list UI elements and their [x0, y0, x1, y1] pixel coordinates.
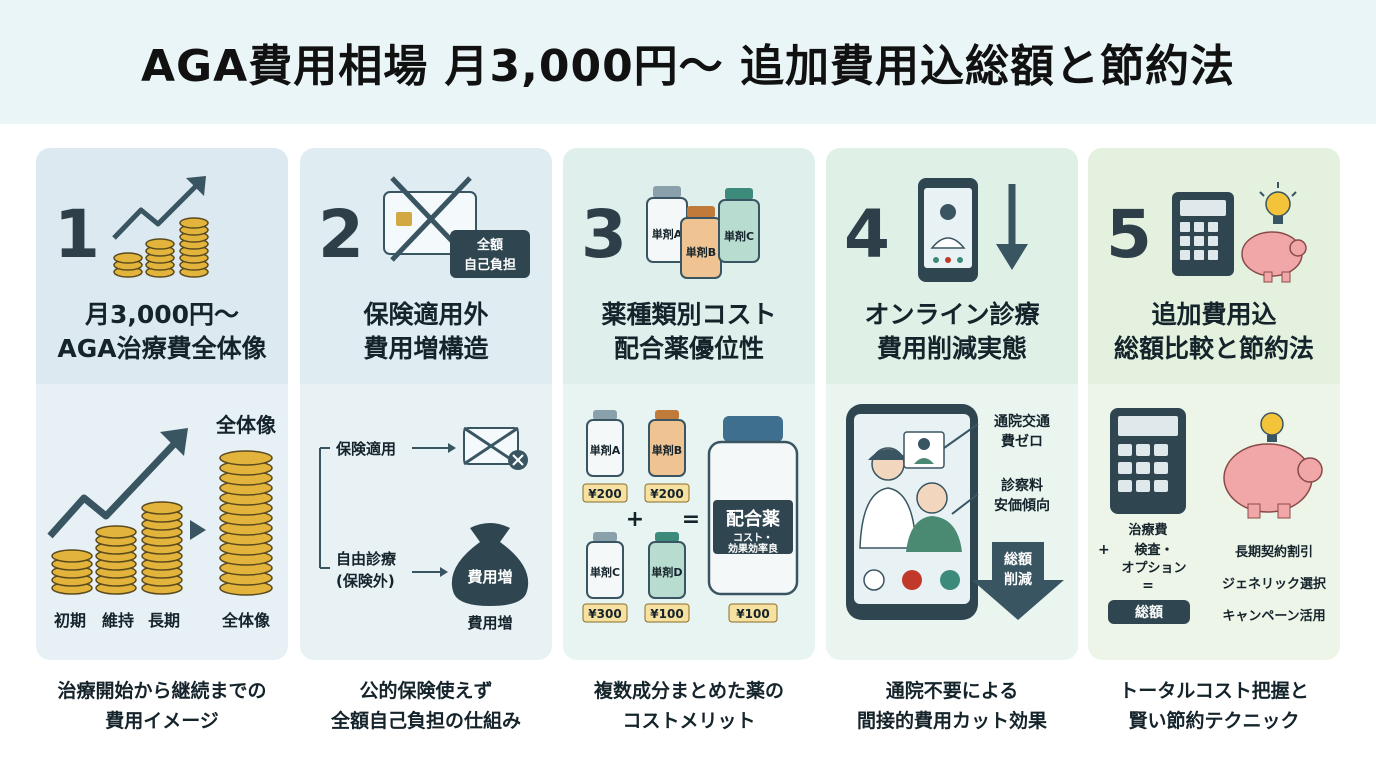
- panel-4: 4 オンライン診療 費用削減実態: [826, 148, 1078, 660]
- svg-text:コスト・: コスト・: [733, 532, 773, 544]
- cost-stacks-art: 全体像 初期 維持 長期 全体像: [47, 413, 277, 630]
- svg-text:単剤C: 単剤C: [590, 565, 620, 579]
- tip-2: ジェネリック選択: [1222, 576, 1327, 592]
- label-transport-1: 通院交通: [994, 413, 1050, 430]
- calculator-piggy-icon: [1172, 182, 1307, 283]
- structure-art: 保険適用 自由診療 (保険外) 費用増 費用増: [319, 426, 529, 632]
- panel-title: 保険適用外 費用増構造: [363, 300, 489, 363]
- panel-title: 月3,000円〜 AGA治療費全体像: [57, 300, 267, 363]
- card-label-1: 全額: [476, 237, 503, 253]
- combo-price-tag: ¥100: [728, 603, 778, 623]
- caption-3: 複数成分まとめた薬の コストメリット: [593, 680, 784, 732]
- label-transport-2: 費ゼロ: [1001, 433, 1043, 450]
- bottle-a: 単剤A: [586, 410, 624, 477]
- label-plus: +: [1098, 542, 1110, 558]
- svg-text:単剤B: 単剤B: [652, 443, 682, 457]
- svg-text:¥100: ¥100: [736, 607, 769, 621]
- caption-4: 通院不要による 間接的費用カット効果: [856, 680, 1047, 732]
- panel-number: 1: [54, 196, 100, 273]
- label-whole: 全体像: [221, 611, 271, 630]
- label-treatment: 治療費: [1128, 522, 1167, 538]
- insurance-card-icon: 全額 自己負担: [383, 176, 530, 278]
- panel-5: 5 追加費用込 総額比較と節約法: [1088, 148, 1340, 660]
- svg-text:¥100: ¥100: [650, 607, 683, 621]
- label-maintain: 維持: [102, 611, 134, 630]
- caption-2: 公的保険使えず 全額自己負担の仕組み: [330, 680, 521, 732]
- svg-text:単剤B: 単剤B: [686, 245, 716, 259]
- plus-sign: +: [626, 507, 644, 532]
- label-total-2: 削減: [1004, 571, 1032, 588]
- price-tag-c: ¥300: [582, 603, 628, 623]
- panel-number: 5: [1106, 196, 1152, 273]
- label-long: 長期: [148, 611, 180, 630]
- svg-text:単剤A: 単剤A: [590, 443, 621, 457]
- price-tag-a: ¥200: [582, 483, 628, 503]
- label-fee-1: 診察料: [1001, 477, 1043, 494]
- panel-title: 追加費用込 総額比較と節約法: [1113, 300, 1314, 363]
- price-tag-d: ¥100: [644, 603, 690, 623]
- header: AGA費用相場 月3,000円〜 追加費用込総額と節約法: [0, 0, 1376, 124]
- panel-2: 2 全額 自己負担 保険適用外 費用増構造 保険適用: [300, 148, 552, 660]
- label-equals: =: [1142, 578, 1154, 594]
- bottle-c: 単剤C: [586, 532, 624, 599]
- combo-drug-art: 単剤A ¥200 単剤B ¥200 + = 単剤C: [582, 410, 799, 623]
- caption-5: トータルコスト把握と 賢い節約テクニック: [1119, 680, 1309, 732]
- tip-1: 長期契約割引: [1235, 544, 1313, 560]
- bottle-d: 単剤D: [648, 532, 686, 599]
- svg-text:単剤C: 単剤C: [724, 229, 754, 243]
- svg-text:配合薬: 配合薬: [726, 508, 780, 530]
- label-whole-top: 全体像: [215, 413, 277, 437]
- equals-sign: =: [682, 507, 700, 532]
- panel-number: 3: [581, 196, 627, 273]
- label-exam-2: オプション: [1121, 561, 1186, 576]
- tip-3: キャンペーン活用: [1222, 608, 1325, 624]
- panel-1: 1 月3,000円〜 AGA治療費全体像: [36, 148, 288, 660]
- online-consult-icon: [918, 178, 1028, 282]
- svg-text:¥300: ¥300: [588, 607, 621, 621]
- svg-text:¥200: ¥200: [650, 487, 683, 501]
- label-initial: 初期: [54, 611, 86, 630]
- bag-caption: 費用増: [467, 614, 512, 632]
- caption-1: 治療開始から継続までの 費用イメージ: [57, 680, 267, 732]
- price-tag-b: ¥200: [644, 483, 690, 503]
- label-free-2: (保険外): [336, 572, 395, 590]
- label-total-1: 総額: [1004, 551, 1032, 568]
- svg-text:単剤A: 単剤A: [652, 227, 683, 241]
- panels: 1 月3,000円〜 AGA治療費全体像: [36, 148, 1342, 660]
- phone-consult-art: 通院交通 費ゼロ 診察料 安価傾向 総額 削減: [846, 404, 1064, 620]
- panel-title: オンライン診療 費用削減実態: [864, 300, 1040, 363]
- bottle-b: 単剤B: [648, 410, 686, 477]
- panel-number: 2: [318, 196, 364, 273]
- label-free-1: 自由診療: [336, 550, 397, 568]
- svg-text:単剤D: 単剤D: [651, 565, 682, 579]
- panel-title: 薬種類別コスト 配合薬優位性: [601, 300, 777, 363]
- svg-text:効果効率良: 効果効率良: [728, 542, 778, 555]
- bag-label: 費用増: [467, 568, 512, 586]
- coins-growth-icon: [112, 176, 209, 278]
- page-title: AGA費用相場 月3,000円〜 追加費用込総額と節約法: [140, 41, 1236, 92]
- svg-text:¥200: ¥200: [588, 487, 621, 501]
- label-fee-2: 安価傾向: [994, 497, 1050, 514]
- label-exam-1: 検査・: [1134, 542, 1173, 558]
- panel-number: 4: [844, 196, 890, 273]
- medicine-bottles-icon: 単剤A 単剤B 単剤C: [646, 186, 760, 279]
- combo-bottle: 配合薬 コスト・ 効果効率良: [707, 416, 799, 596]
- savings-art: 治療費 + 検査・ オプション = 総額 長期契約割引 ジェネリック選択 キャン…: [1098, 408, 1327, 624]
- card-label-2: 自己負担: [464, 257, 516, 273]
- label-insured: 保険適用: [335, 440, 396, 458]
- label-total: 総額: [1135, 604, 1163, 621]
- panel-3: 3 単剤A 単剤B 単剤C 薬種類別コスト 配合薬優位性 単剤A ¥200: [563, 148, 815, 660]
